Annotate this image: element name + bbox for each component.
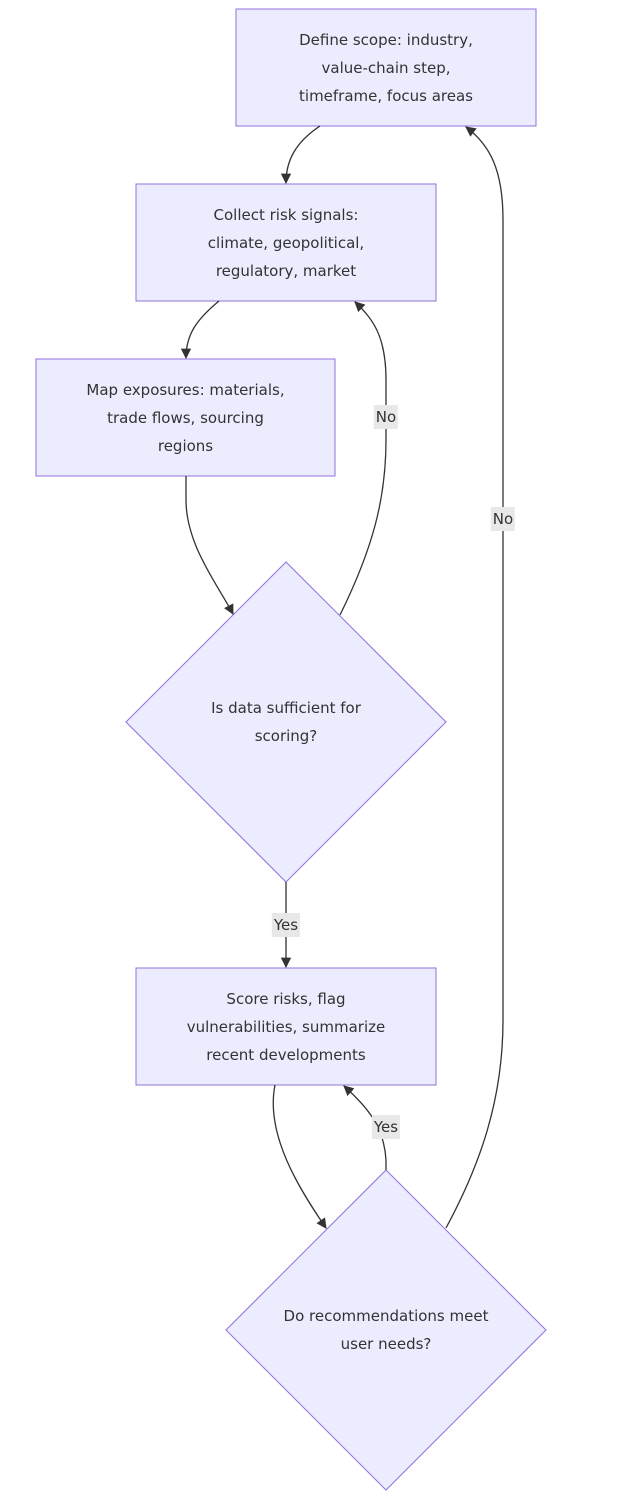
node-score-risks-label: Score risks, flag vulnerabilities, summa…: [186, 989, 386, 1064]
edge-decision-no-to-signals: [339, 301, 387, 616]
node-map-exposures-label: Map exposures: materials, trade flows, s…: [86, 380, 285, 455]
node-data-sufficient-label: Is data sufficient for scoring?: [211, 699, 361, 745]
edge-exposures-to-decision: [185, 476, 234, 615]
edge-label-data-yes: Yes: [271, 913, 301, 937]
edge-score-to-recommendations: [272, 1084, 327, 1229]
edge-recommendations-no-to-scope: [445, 126, 504, 1229]
edge-label-data-no: No: [373, 405, 399, 429]
node-recommendations: [225, 1169, 547, 1491]
node-recommendations-label: Do recommendations meet user needs?: [283, 1307, 489, 1353]
node-collect-signals-label: Collect risk signals: climate, geopoliti…: [207, 205, 365, 280]
node-define-scope: [235, 8, 537, 127]
edge-label-rec-yes: Yes: [371, 1115, 401, 1139]
node-define-scope-label: Define scope: industry, value-chain step…: [299, 30, 473, 105]
edge-label-rec-no: No: [490, 507, 516, 531]
node-score-risks: [135, 967, 437, 1086]
edge-scope-to-signals: [280, 125, 321, 185]
node-collect-signals: [135, 183, 437, 302]
edge-signals-to-exposures: [180, 300, 220, 360]
